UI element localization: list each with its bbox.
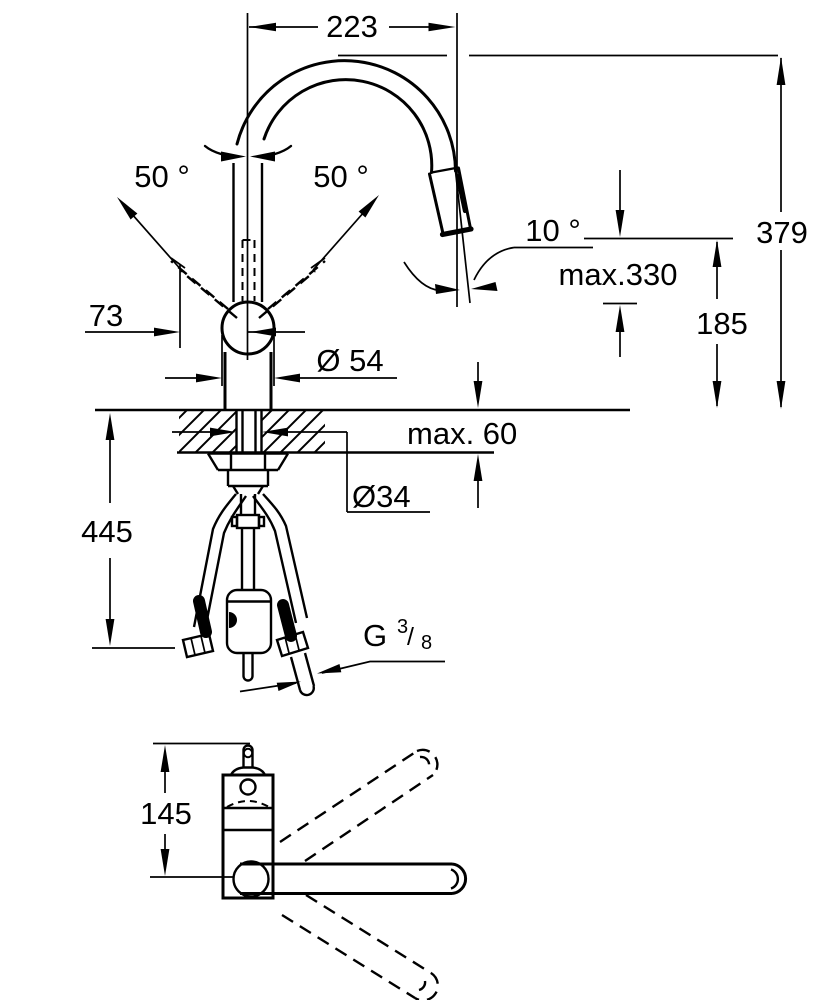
dim-145 (153, 742, 250, 849)
dim-185-arrow-bottom (712, 381, 722, 408)
thread-slash-label: / (407, 623, 414, 651)
dim-10deg-arrow-right (471, 282, 498, 291)
spout-swivel-dashed (279, 748, 440, 1000)
dim-max330-arrow-up (615, 305, 625, 332)
dim-max330-arrow-down (615, 210, 625, 237)
dim-73-arrow-left (154, 327, 180, 337)
dim-max60-label: max. 60 (407, 416, 517, 451)
dim-g38-arrow-lower (276, 681, 301, 691)
dim-10deg-arrow-left (435, 284, 460, 294)
dim-73-arrow-right (250, 327, 276, 337)
dim-g38-arrow-upper (317, 664, 342, 674)
dim-445 (92, 440, 175, 649)
thread-g-label: G (363, 618, 387, 653)
supply-hose-right (252, 493, 316, 697)
dim-max60-arrow-top (473, 381, 483, 408)
dim-223-label: 223 (326, 9, 378, 44)
spout-side-view (150, 860, 468, 898)
dim-34-label: Ø34 (352, 479, 411, 514)
dim-145-label: 145 (140, 796, 192, 831)
dim-379-arrow-bottom (776, 381, 786, 409)
dim-54-arrow-right (274, 373, 300, 383)
dim-max330-label: max.330 (559, 257, 678, 292)
lever-handle (232, 163, 264, 302)
dim-50deg-right-label: 50 ° (313, 159, 369, 194)
dim-34 (172, 431, 430, 513)
dim-445-label: 445 (81, 514, 133, 549)
thread-numerator-label: 3 (397, 616, 408, 638)
dim-223 (249, 13, 458, 307)
dim-185-label: 185 (696, 306, 748, 341)
thread-denominator-label: 8 (421, 632, 432, 654)
spout-outline (235, 59, 457, 174)
dim-379-label: 379 (756, 215, 808, 250)
mounting-flange-nut (206, 452, 290, 495)
supply-hose-left (181, 493, 247, 659)
dim-185-arrow-top (712, 240, 722, 267)
spray-head (428, 166, 474, 238)
dim-54-label: Ø 54 (316, 343, 383, 378)
dim-54-arrow-left (196, 373, 222, 383)
dim-g38 (239, 660, 445, 693)
dim-379-arrow-top (776, 57, 786, 85)
countertop-section (95, 408, 630, 454)
lever-top-left-arrowhead (221, 151, 246, 162)
mounting-shank (235, 410, 263, 453)
pullout-hose-weight (225, 494, 273, 682)
dim-max60-arrow-bottom (473, 454, 483, 481)
dim-73-label: 73 (89, 298, 123, 333)
dim-50deg-left-label: 50 ° (134, 159, 190, 194)
swivel-left-arrowhead (117, 197, 138, 220)
dim-445-arrow-bottom (105, 619, 115, 646)
dim-445-arrow-top (105, 413, 115, 440)
dim-34-arrow-right (262, 427, 288, 437)
dim-max330 (603, 170, 637, 357)
dim-145-arrow-top (160, 745, 170, 772)
swivel-right-arrowhead (358, 195, 379, 218)
dim-34-arrow-left (210, 427, 236, 437)
dim-10deg-label: 10 ° (525, 213, 581, 248)
base-body (221, 744, 275, 900)
dim-145-arrow-bottom (160, 849, 170, 876)
lever-top-right-arrowhead (250, 151, 275, 162)
